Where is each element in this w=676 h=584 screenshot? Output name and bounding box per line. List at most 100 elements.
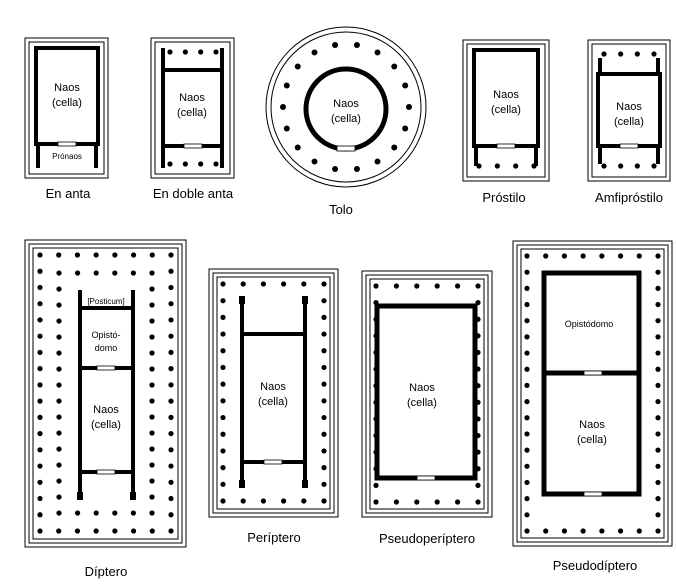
column-icon (321, 298, 327, 304)
column-icon (168, 333, 174, 339)
column-icon (524, 512, 530, 518)
column-icon (75, 510, 81, 516)
column-icon (130, 270, 136, 276)
column-icon (321, 314, 327, 320)
column-icon (37, 528, 43, 534)
column-icon (373, 499, 379, 505)
column-icon (655, 415, 661, 421)
column-icon (655, 479, 661, 486)
column-icon (149, 528, 155, 534)
column-icon (220, 381, 226, 387)
column-icon (37, 366, 43, 372)
column-icon (655, 318, 661, 324)
column-icon (168, 382, 174, 388)
column-icon (168, 317, 174, 323)
column-icon (393, 499, 399, 505)
column-icon (56, 366, 62, 372)
column-icon (406, 104, 412, 110)
stylobate-outer (24, 239, 187, 548)
column-icon (281, 498, 287, 504)
column-icon (182, 161, 188, 167)
column-icon (524, 496, 530, 502)
column-icon (112, 252, 118, 258)
caption-prostilo: Próstilo (482, 190, 525, 205)
column-icon (37, 479, 43, 485)
column-icon (220, 481, 226, 487)
column-icon (93, 270, 99, 276)
column-icon (213, 49, 219, 55)
column-icon (321, 481, 327, 487)
column-icon (37, 382, 43, 388)
anta-end (239, 296, 245, 304)
caption-en-doble-anta: En doble anta (153, 186, 234, 201)
column-icon (475, 499, 481, 505)
column-icon (168, 349, 174, 356)
caption-en-anta: En anta (46, 186, 92, 201)
plan-en-anta: Naos (cella) Prónaos (24, 37, 109, 179)
column-icon (524, 269, 530, 275)
column-icon (37, 414, 43, 420)
column-icon (655, 382, 661, 389)
column-icon (220, 448, 226, 454)
column-icon (634, 163, 640, 169)
column-icon (167, 49, 173, 55)
column-icon (37, 447, 43, 453)
column-icon (37, 301, 43, 307)
column-icon (149, 446, 155, 452)
column-icon (220, 364, 226, 371)
naos-label: Naos (579, 419, 605, 431)
column-icon (56, 528, 62, 534)
column-icon (260, 281, 266, 287)
column-icon (617, 528, 624, 534)
column-icon (37, 398, 43, 404)
column-icon (636, 253, 642, 259)
column-icon (294, 63, 301, 70)
column-icon (149, 350, 155, 356)
column-icon (281, 281, 287, 287)
door (96, 365, 116, 371)
column-icon (655, 512, 661, 518)
column-icon (580, 253, 586, 259)
column-icon (56, 414, 62, 420)
column-icon (543, 528, 549, 534)
anta-end (302, 480, 308, 488)
column-icon (213, 161, 219, 167)
column-icon (56, 318, 62, 324)
column-icon (301, 498, 307, 504)
column-icon (373, 482, 379, 488)
column-icon (37, 349, 43, 356)
stylobate-outer (208, 268, 339, 518)
column-icon (168, 414, 174, 420)
column-icon (220, 414, 226, 421)
column-icon (37, 317, 43, 323)
column-icon (321, 331, 327, 337)
door (416, 475, 436, 481)
column-peristyle (220, 281, 327, 504)
column-row (601, 163, 657, 169)
column-icon (283, 82, 290, 89)
cella-label: (cella) (407, 397, 437, 409)
column-icon (167, 161, 173, 167)
column-icon (311, 158, 318, 165)
column-icon (374, 158, 381, 165)
column-icon (524, 350, 530, 356)
column-icon (168, 512, 174, 518)
column-icon (280, 104, 286, 110)
column-icon (524, 285, 530, 291)
column-icon (391, 63, 398, 70)
anta-end (77, 492, 83, 500)
column-icon (321, 465, 327, 471)
column-icon (655, 366, 661, 372)
naos-label: Naos (179, 92, 205, 104)
column-icon (655, 463, 661, 469)
column-icon (283, 125, 290, 132)
plan-amfiprostilo: Naos (cella) (587, 39, 671, 182)
column-icon (93, 252, 99, 258)
column-icon (149, 510, 155, 516)
column-icon (168, 495, 174, 502)
cella-walls (541, 270, 642, 497)
column-icon (56, 286, 62, 292)
column-icon (149, 366, 155, 372)
column-icon (149, 398, 155, 404)
